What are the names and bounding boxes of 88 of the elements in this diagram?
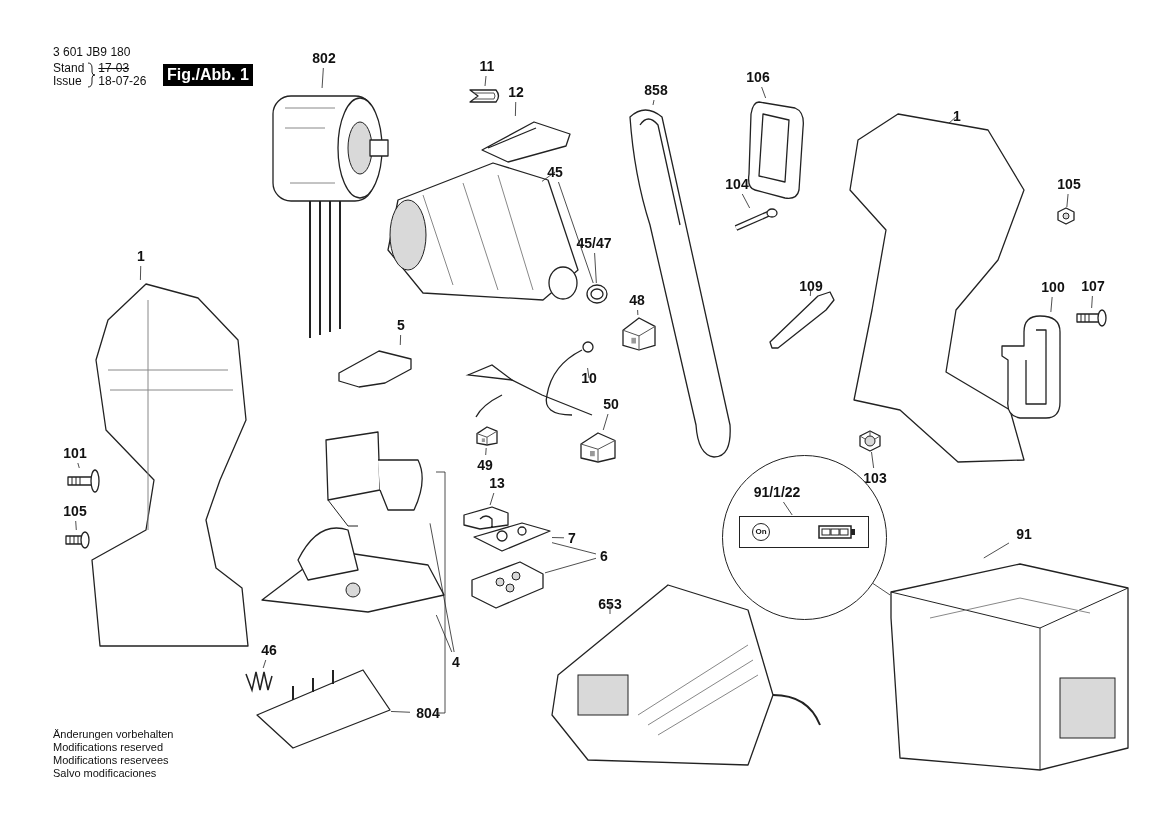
callout-number: 1 bbox=[135, 248, 147, 264]
callout-number: 91 bbox=[1011, 526, 1037, 542]
leader-line bbox=[429, 522, 455, 653]
callout-number: 105 bbox=[58, 503, 92, 519]
callout-number: 50 bbox=[600, 396, 622, 412]
callout-number: 103 bbox=[859, 470, 891, 486]
leader-line bbox=[321, 67, 324, 89]
leader-line bbox=[514, 101, 517, 117]
leader-line bbox=[652, 99, 655, 106]
screw-drawing bbox=[1075, 308, 1107, 328]
callout-number: 107 bbox=[1077, 278, 1109, 294]
small-part-drawing bbox=[620, 315, 658, 353]
callout-number: 45/47 bbox=[572, 235, 616, 251]
old-date: 17-03 bbox=[98, 62, 131, 75]
leader-line bbox=[783, 501, 793, 516]
leader-line bbox=[594, 252, 597, 284]
leader-line bbox=[1050, 296, 1053, 313]
callout-number: 6 bbox=[598, 548, 610, 564]
callout-number: 105 bbox=[1054, 176, 1084, 192]
leader-line bbox=[983, 542, 1010, 559]
leader-line bbox=[399, 334, 402, 346]
callout-number: 91/1/22 bbox=[746, 483, 808, 501]
small-part-drawing bbox=[578, 430, 618, 465]
pad-drawing bbox=[462, 505, 510, 531]
leader-line bbox=[75, 520, 77, 531]
leader-line bbox=[262, 659, 267, 669]
leader-line bbox=[551, 537, 565, 539]
figure-title: Fig./Abb. 1 bbox=[163, 64, 253, 86]
callout-number: 45 bbox=[544, 164, 566, 180]
callout-number: 1 bbox=[951, 108, 963, 124]
leader-line bbox=[602, 413, 609, 431]
callout-number: 858 bbox=[639, 82, 673, 98]
callout-number: 101 bbox=[58, 445, 92, 461]
issue-date: 18-07-26 bbox=[98, 75, 147, 88]
screw-drawing bbox=[732, 208, 780, 232]
callout-number: 7 bbox=[566, 530, 578, 546]
leader-line bbox=[637, 309, 639, 316]
nut-drawing bbox=[858, 430, 882, 452]
terminal-block-drawing bbox=[470, 558, 545, 610]
leader-line bbox=[551, 542, 597, 555]
callout-number: 46 bbox=[257, 642, 281, 658]
callout-number: 13 bbox=[486, 475, 508, 491]
callout-number: 5 bbox=[396, 317, 406, 333]
ring-drawing bbox=[585, 283, 609, 305]
callout-number: 100 bbox=[1037, 279, 1069, 295]
leader-line bbox=[77, 462, 80, 469]
leader-line bbox=[484, 75, 487, 87]
callout-number: 49 bbox=[474, 457, 496, 473]
leader-line bbox=[809, 289, 812, 297]
drill-housing-drawing bbox=[88, 280, 250, 650]
callout-number: 653 bbox=[594, 596, 626, 612]
callout-number: 802 bbox=[309, 50, 339, 66]
indicator-strip bbox=[739, 516, 869, 548]
stand-label: Stand bbox=[53, 62, 85, 75]
leader-line bbox=[541, 171, 556, 182]
leader-line bbox=[489, 492, 495, 506]
small-part-drawing bbox=[474, 424, 500, 448]
modification-note: Änderungen vorbehalten Modifications reserved Modifications reservees Salvo modificaciones bbox=[53, 728, 174, 780]
callout-number: 12 bbox=[505, 84, 527, 100]
leader-line bbox=[872, 583, 891, 596]
leader-line bbox=[609, 603, 611, 615]
leader-line bbox=[558, 181, 594, 284]
plate-drawing bbox=[472, 521, 552, 553]
leader-line bbox=[544, 557, 597, 574]
callout-number: 11 bbox=[477, 58, 497, 74]
screw-drawing bbox=[1057, 207, 1075, 225]
part-number: 3 601 JB9 180 bbox=[53, 46, 131, 58]
leader-line bbox=[140, 265, 142, 281]
callout-number: 10 bbox=[578, 370, 600, 386]
leader-line bbox=[948, 115, 958, 124]
leader-line bbox=[741, 193, 751, 209]
leader-line bbox=[435, 614, 453, 653]
leader-line bbox=[1066, 193, 1069, 208]
callout-number: 48 bbox=[627, 292, 647, 308]
callout-number: 104 bbox=[721, 176, 753, 192]
screw-drawing bbox=[66, 468, 100, 494]
callout-number: 804 bbox=[412, 705, 444, 721]
leader-line bbox=[871, 451, 875, 469]
leader-line bbox=[587, 367, 590, 379]
callout-number: 4 bbox=[450, 654, 462, 670]
issue-label: Issue bbox=[53, 75, 83, 88]
screw-drawing bbox=[64, 530, 90, 550]
leader-line bbox=[761, 86, 767, 99]
leader-line bbox=[1091, 295, 1093, 309]
leader-line bbox=[390, 711, 411, 713]
callout-number: 106 bbox=[743, 69, 773, 85]
leader-line bbox=[485, 447, 487, 456]
callout-number: 109 bbox=[795, 278, 827, 294]
